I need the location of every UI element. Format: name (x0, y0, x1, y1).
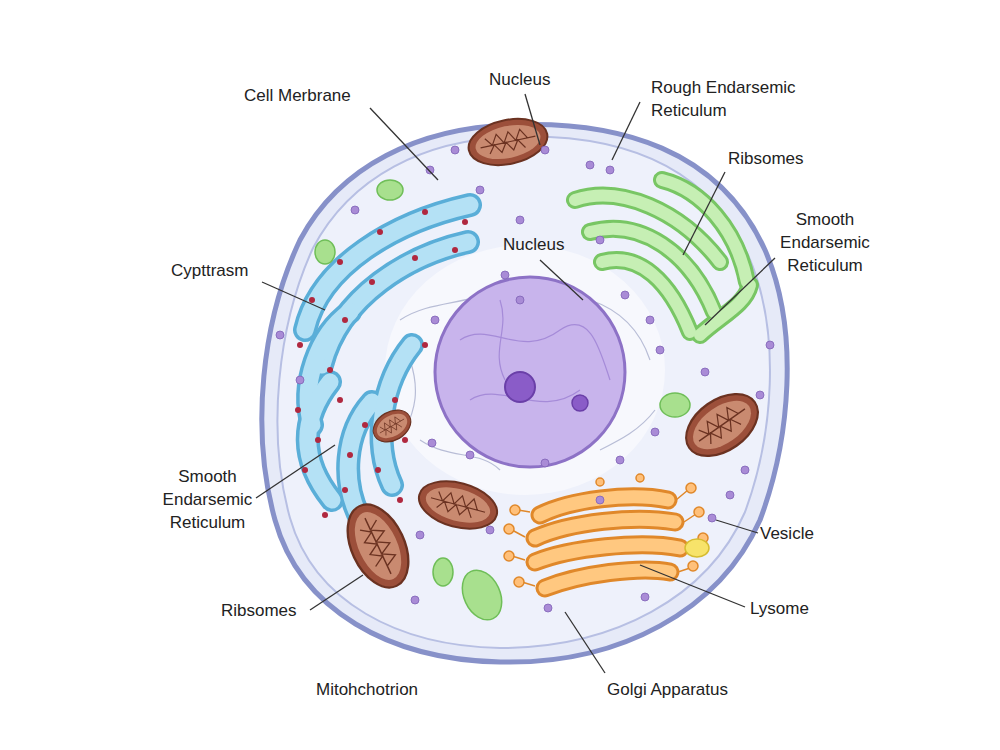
part-label: Smooth Endarsemic Reticulum (765, 208, 885, 277)
part-label: Smooth Endarsemic Reticulum (145, 465, 270, 534)
part-label: Cell Merbrane (244, 84, 404, 107)
nucleus (435, 277, 625, 467)
part-label: Golgi Apparatus (607, 678, 777, 701)
nuclear-threads (460, 300, 610, 402)
cytoplasm (277, 137, 769, 648)
small-vesicles (276, 146, 774, 612)
part-label: Ribsomes (728, 147, 848, 170)
cell-membrane (262, 124, 787, 662)
part-label: Nucleus (503, 233, 603, 256)
smooth-er (575, 180, 750, 335)
nucleolus (572, 395, 588, 411)
part-label: Cypttrasm (171, 259, 291, 282)
golgi-apparatus (504, 474, 708, 588)
lysosome (685, 539, 709, 557)
mitochondrion (335, 495, 420, 597)
mitochondrion (675, 381, 770, 468)
vesicles (315, 180, 690, 626)
mitochondrion (368, 404, 417, 449)
part-label: Vesicle (760, 522, 860, 545)
part-label: Lysome (750, 597, 850, 620)
part-label: Ribsomes (221, 599, 341, 622)
part-label: Rough Endarsemic Reticulum (651, 76, 811, 122)
nucleolus (505, 372, 535, 402)
part-label: Nucleus (489, 68, 589, 91)
mitochondrion (414, 473, 503, 536)
rough-er (305, 205, 470, 522)
perinuclear-region (385, 245, 665, 495)
part-label: Mitohchotrion (316, 678, 476, 701)
leader-lines (256, 94, 775, 673)
